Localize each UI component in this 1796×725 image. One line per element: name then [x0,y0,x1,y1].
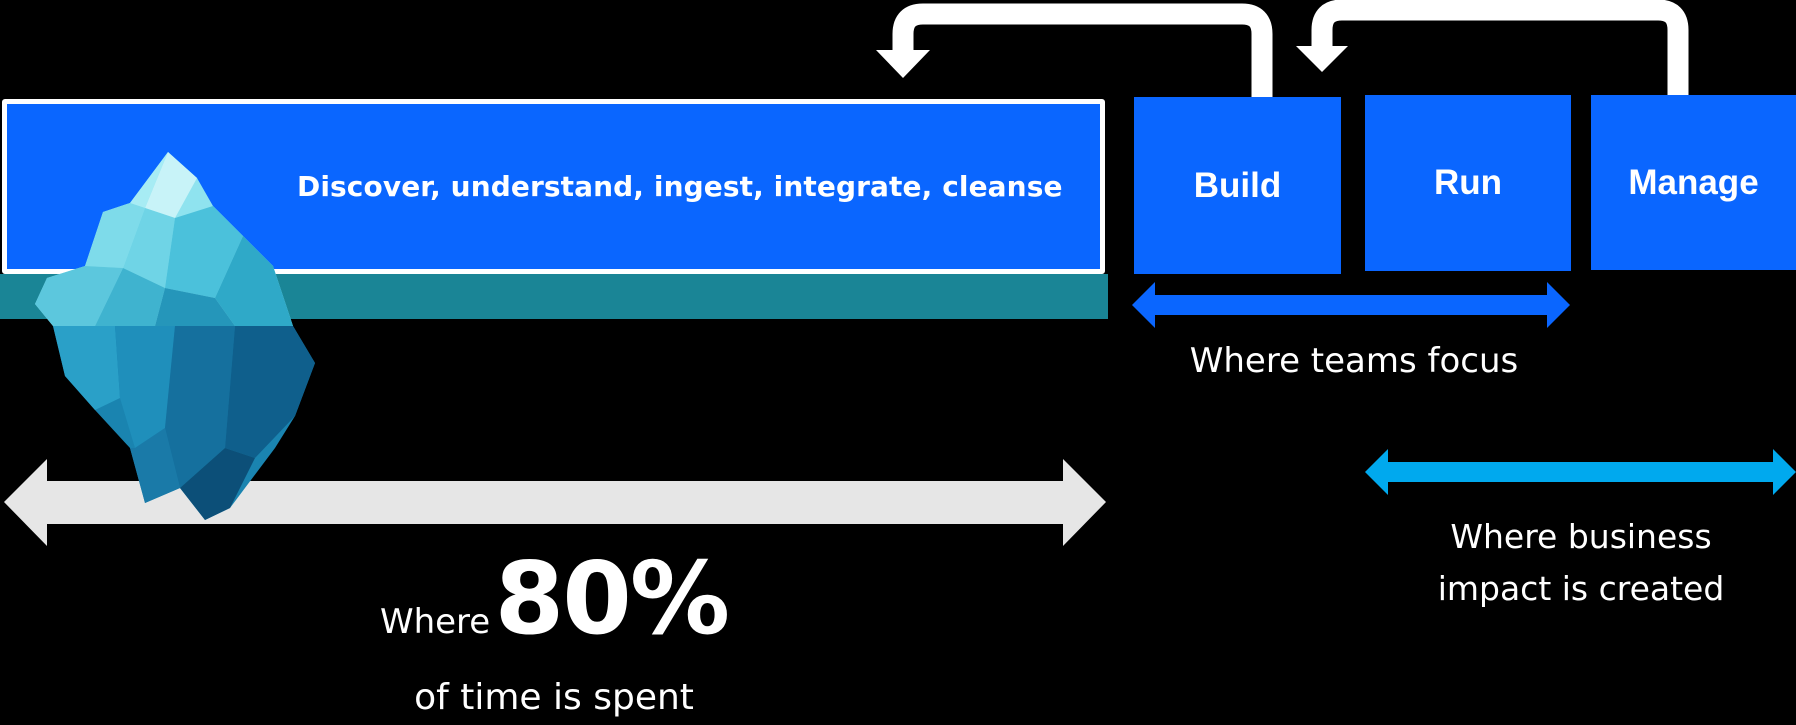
time-caption-percent: 80% [494,540,730,657]
stage-manage-label: Manage [1628,162,1759,202]
teams-focus-caption: Where teams focus [1189,341,1519,381]
discover-phase-label: Discover, understand, ingest, integrate,… [297,170,1063,203]
stage-build-box: Build [1134,97,1341,274]
business-impact-caption-line1: Where business [1450,517,1712,556]
build-to-discover-loop-arrow [892,3,1273,97]
business-impact-caption-line2: impact is created [1437,569,1725,608]
time-caption-prefix: Where [379,602,491,642]
time-spent-headline: Where 80% [0,540,1108,657]
manage-to-build-loop-arrow [1311,0,1689,95]
stage-run-box: Run [1365,95,1571,271]
build-to-discover-arrowhead [876,50,930,78]
time-spent-arrow [4,459,1106,546]
business-impact-arrow [1365,449,1796,495]
teams-focus-arrow [1132,282,1570,328]
stage-build-label: Build [1193,165,1282,205]
iceberg-icon [35,152,315,520]
discover-phase-box: Discover, understand, ingest, integrate,… [2,99,1105,274]
stage-run-label: Run [1433,163,1503,202]
manage-to-build-arrowhead [1296,46,1348,72]
stage-manage-box: Manage [1591,95,1796,270]
time-caption-suffix: of time is spent [414,677,694,718]
business-impact-caption: Where business impact is created [1365,511,1796,615]
